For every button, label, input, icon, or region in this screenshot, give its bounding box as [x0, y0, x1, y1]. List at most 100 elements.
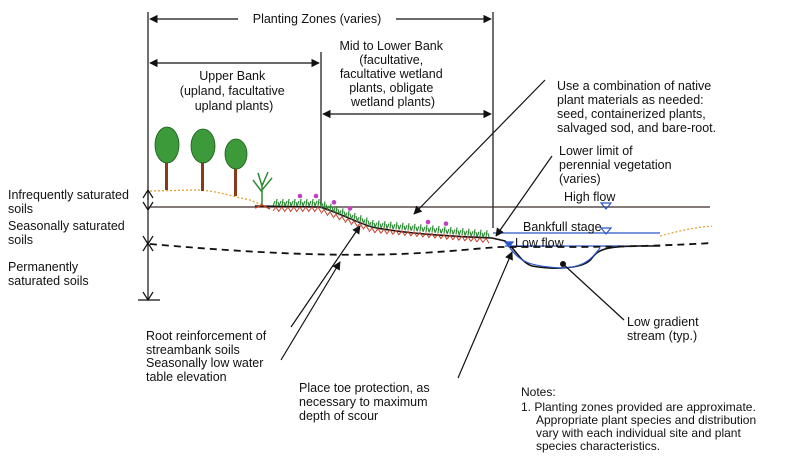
toe-protection-label: Place toe protection, as necessary to ma…: [299, 381, 433, 423]
root-mass: [434, 233, 442, 240]
root-mass: [290, 206, 298, 213]
lower-limit-label: Lower limit of perennial vegetation (var…: [559, 144, 675, 186]
root-mass: [326, 210, 334, 218]
bank-vegetation: [272, 193, 490, 244]
grass-tuft: [332, 205, 340, 214]
notes-title: Notes:: [521, 385, 556, 399]
notes-body: 1. Planting zones provided are approxima…: [521, 400, 759, 453]
root-mass: [410, 230, 418, 238]
grass-tuft: [422, 224, 430, 233]
root-mass: [452, 234, 460, 241]
root-mass: [422, 231, 430, 239]
root-mass: [470, 236, 478, 243]
grass-tuft: [368, 219, 376, 228]
grass-tuft: [344, 210, 352, 218]
root-mass: [458, 235, 466, 242]
grass-tuft: [296, 198, 304, 207]
low-flow-label: Low flow: [515, 236, 565, 250]
root-mass: [398, 229, 406, 236]
shrub-icon: [252, 171, 273, 210]
infrequently-saturated-label: Infrequently saturated soils: [8, 188, 132, 216]
planting-zones-dimension: [147, 12, 494, 228]
root-mass: [404, 230, 412, 237]
grass-tuft: [434, 225, 442, 234]
flower-icon: [425, 219, 431, 225]
grass-tuft: [482, 230, 490, 238]
grass-tuft: [458, 228, 466, 236]
grass-tuft: [476, 229, 484, 237]
grass-tuft: [404, 223, 412, 231]
root-mass: [446, 234, 454, 241]
root-mass: [338, 215, 346, 222]
far-bank-dry-soil: [659, 225, 713, 237]
mid-lower-bank-label: Mid to Lower Bank (facultative, facultat…: [339, 39, 446, 109]
root-mass: [308, 206, 316, 213]
grass-tuft: [302, 198, 310, 207]
root-mass: [464, 235, 472, 242]
flower-icon: [443, 221, 449, 226]
root-mass: [374, 227, 382, 234]
grass-tuft: [386, 221, 394, 229]
flower-icon: [331, 200, 337, 205]
root-mass: [392, 229, 400, 236]
root-mass: [332, 213, 340, 220]
seasonally-low-water-table: [149, 242, 713, 256]
root-mass: [362, 224, 370, 231]
low-flow-indicator-icon: [503, 241, 515, 248]
root-mass: [476, 236, 484, 243]
root-mass: [386, 228, 394, 235]
grass-tuft: [284, 198, 292, 207]
bankfull-stage-label: Bankfull stage: [523, 220, 602, 234]
grass-tuft: [350, 212, 358, 221]
grass-tuft: [392, 222, 400, 230]
root-mass: [416, 231, 424, 238]
bankfull-indicator-icon: [599, 227, 613, 235]
grass-tuft: [374, 220, 382, 228]
upland-dry-soil-line: [149, 189, 263, 206]
root-mass: [368, 227, 376, 234]
bank-profile: [254, 205, 660, 269]
root-mass: [482, 237, 490, 244]
grass-tuft: [272, 198, 280, 207]
grass-tuft: [446, 226, 454, 235]
grass-tuft: [290, 198, 298, 207]
root-reinforcement-label: Root reinforcement of streambank soils: [146, 329, 270, 357]
high-flow-label: High flow: [564, 190, 616, 204]
permanently-saturated-label: Permanently saturated soils: [8, 260, 89, 288]
root-mass: [302, 206, 310, 213]
root-mass: [344, 217, 352, 224]
stream-channel-water: [509, 247, 601, 269]
stream-marker-dot: [560, 261, 566, 267]
tree-icon: [154, 126, 180, 190]
grass-tuft: [428, 225, 436, 233]
upper-bank-dimension: [149, 52, 322, 205]
root-mass: [440, 233, 448, 240]
native-materials-label: Use a combination of native plant materi…: [557, 79, 716, 135]
root-mass: [278, 206, 286, 213]
planting-zones-label: Planting Zones (varies): [253, 12, 382, 26]
grass-tuft: [452, 227, 460, 235]
grass-tuft: [380, 220, 388, 229]
grass-tuft: [356, 215, 364, 223]
root-mass: [320, 208, 328, 215]
grass-tuft: [416, 224, 424, 232]
grass-tuft: [338, 208, 346, 216]
root-mass: [272, 206, 280, 213]
grass-tuft: [320, 201, 328, 209]
low-gradient-stream-label: Low gradient stream (typ.): [627, 315, 702, 343]
root-mass: [314, 206, 322, 213]
flower-icon: [313, 193, 319, 199]
grass-tuft: [314, 198, 322, 207]
tree-icon: [224, 138, 248, 196]
upper-bank-label: Upper Bank (upland, facultative upland p…: [180, 69, 288, 113]
seasonally-saturated-label: Seasonally saturated soils: [8, 219, 128, 247]
grass-tuft: [362, 217, 370, 225]
root-mass: [350, 220, 358, 227]
seasonally-low-water-label: Seasonally low water table elevation: [146, 356, 267, 384]
grass-tuft: [398, 222, 406, 230]
grass-tuft: [440, 226, 448, 234]
flower-icon: [297, 193, 303, 199]
grass-tuft: [470, 229, 478, 237]
